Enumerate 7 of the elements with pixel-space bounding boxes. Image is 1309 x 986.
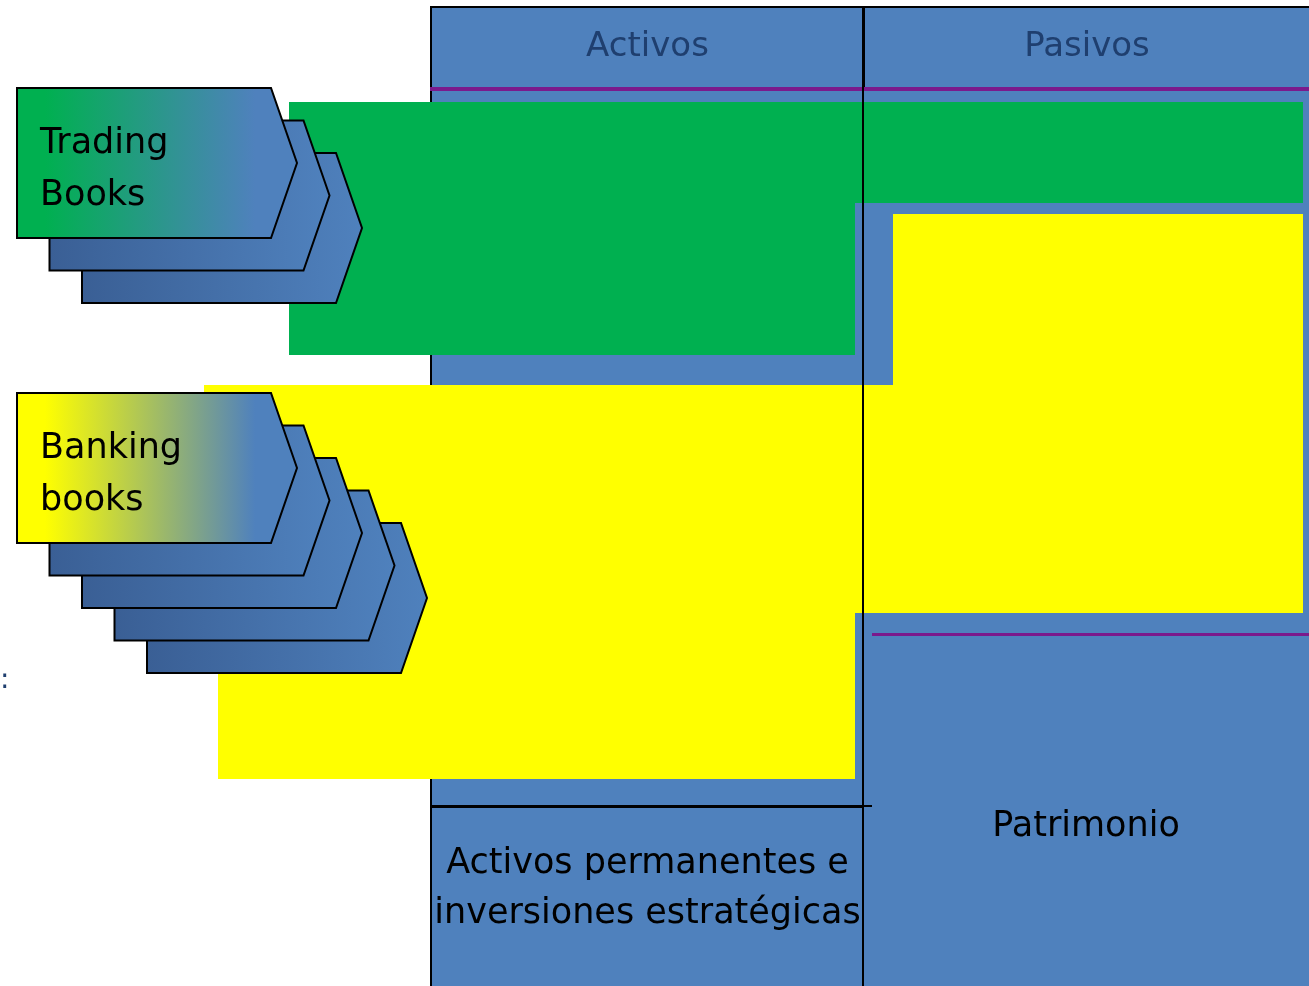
trading-book-area <box>289 102 1303 355</box>
column-header: Pasivos <box>1023 24 1151 64</box>
note-text: : <box>0 662 10 695</box>
chevron-label: Trading Books <box>40 120 170 215</box>
banking-book-area <box>204 214 1303 779</box>
column-header: Activos <box>585 24 710 64</box>
chevron-label: Banking books <box>40 425 184 520</box>
